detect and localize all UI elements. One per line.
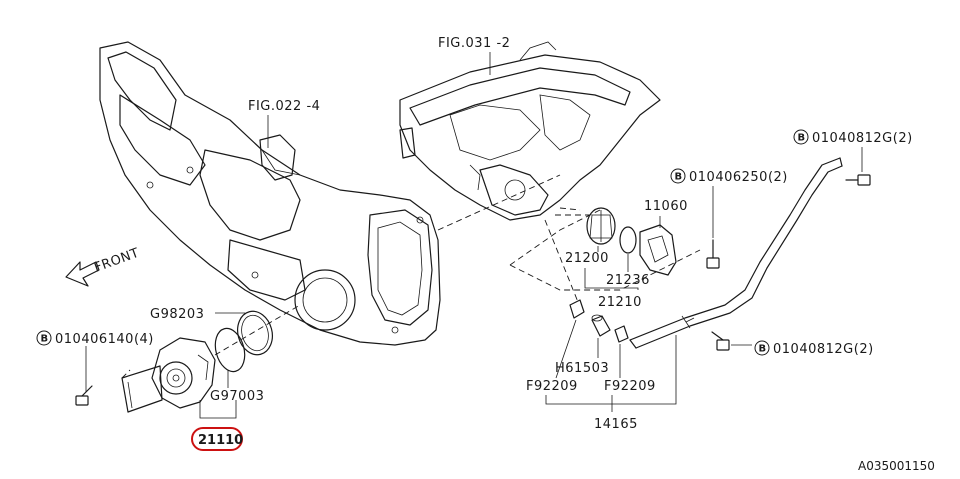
svg-text:B: B	[675, 172, 683, 183]
timing-cover	[99, 41, 441, 346]
label-21210[interactable]: 21210	[598, 295, 642, 310]
o-ring-g97003	[214, 327, 246, 373]
label-h61503[interactable]: H61503	[555, 361, 609, 376]
label-front: FRONT	[92, 246, 141, 276]
bolt-01040812G-top	[845, 174, 871, 186]
label-11060[interactable]: 11060	[644, 199, 688, 214]
label-fig022[interactable]: FIG.022 -4	[248, 99, 320, 114]
label-fig031[interactable]: FIG.031 -2	[438, 36, 510, 51]
label-g97003[interactable]: G97003	[210, 389, 264, 404]
svg-text:B: B	[41, 334, 49, 345]
svg-text:B: B	[759, 344, 767, 355]
coolant-pipe	[629, 157, 843, 349]
label-bolt3[interactable]: 01040812G(2)	[812, 131, 913, 146]
thermostat	[586, 207, 616, 245]
label-g98203[interactable]: G98203	[150, 307, 204, 322]
label-21110[interactable]: 21110	[198, 433, 243, 448]
front-arrow	[65, 261, 100, 287]
hose-clamp-left	[569, 299, 585, 319]
badge-bolt2	[670, 168, 686, 184]
bolt-010406250	[706, 239, 720, 269]
highlight-21110	[191, 427, 243, 451]
hose-h61503	[591, 314, 611, 337]
bolt-01040812G-bottom	[711, 331, 730, 351]
engine-block	[399, 41, 661, 221]
thermostat-cover	[639, 224, 677, 276]
label-bolt1[interactable]: 010406140(4)	[55, 332, 154, 347]
svg-text:B: B	[798, 133, 806, 144]
label-14165[interactable]: 14165	[594, 417, 638, 432]
badge-bolt1	[36, 330, 52, 346]
label-f92209b[interactable]: F92209	[604, 379, 656, 394]
badge-bolt4	[754, 340, 770, 356]
hose-clamp-right	[614, 325, 629, 343]
reference-code: A035001150	[858, 459, 935, 473]
label-bolt4[interactable]: 01040812G(2)	[773, 342, 874, 357]
thermostat-gasket	[619, 226, 637, 254]
badge-bolt3	[793, 129, 809, 145]
water-pump	[121, 337, 216, 413]
label-21200[interactable]: 21200	[565, 251, 609, 266]
label-bolt2[interactable]: 010406250(2)	[689, 170, 788, 185]
label-f92209a[interactable]: F92209	[526, 379, 578, 394]
gasket-g98203	[237, 310, 273, 356]
label-21236[interactable]: 21236	[606, 273, 650, 288]
bolt-010406140	[75, 385, 93, 406]
